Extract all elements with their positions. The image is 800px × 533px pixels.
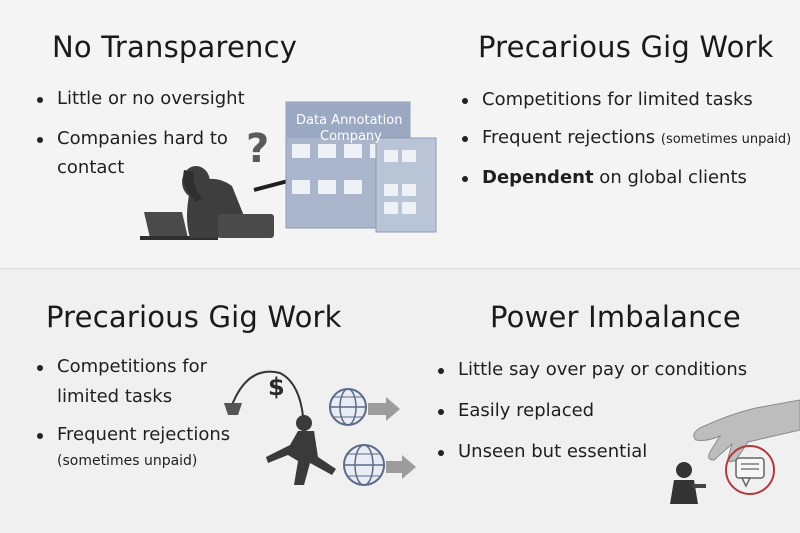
bullet-frequent-rejections-bottom-note: (sometimes unpaid) bbox=[57, 453, 198, 469]
question-mark-icon: ? bbox=[246, 126, 269, 172]
title-no-transparency: No Transparency bbox=[52, 30, 298, 64]
top-illustration: ? Data Annotation Company bbox=[140, 101, 437, 240]
title-power-imbalance: Power Imbalance bbox=[490, 300, 741, 334]
globe-icon-lower bbox=[343, 444, 385, 486]
dollar-icon: $ bbox=[268, 373, 285, 401]
giant-hand-icon bbox=[693, 399, 800, 463]
gray-arrow-icon-upper bbox=[368, 397, 400, 421]
bullet-frequent-rejections-top-text: Frequent rejections bbox=[482, 127, 656, 148]
precarious-top-bullets: Competitions for limited tasks Frequent … bbox=[462, 88, 791, 190]
globe-icon-upper bbox=[329, 388, 367, 426]
bullet-dependent-bold: Dependent bbox=[482, 167, 594, 188]
bullet-dependent-top: Dependent on global clients bbox=[462, 166, 791, 190]
bottom-illustration: $ bbox=[224, 370, 416, 486]
section-divider bbox=[0, 268, 800, 269]
bullet-contact-cont: contact bbox=[57, 157, 125, 178]
running-worker-icon bbox=[266, 415, 336, 485]
building-label-line2: Company bbox=[320, 129, 382, 144]
bullet-easily-replaced: Easily replaced bbox=[438, 399, 747, 423]
gray-arrow-icon-lower bbox=[386, 455, 416, 479]
bullet-companies-hard: Companies hard to bbox=[37, 127, 245, 151]
bullet-frequent-rejections-top: Frequent rejections (sometimes unpaid) bbox=[462, 126, 791, 152]
bullet-little-oversight: Little or no oversight bbox=[37, 87, 245, 111]
bottom-section-background bbox=[0, 269, 800, 533]
small-worker-icon bbox=[670, 462, 706, 504]
bullet-competitions-top: Competitions for limited tasks bbox=[462, 88, 791, 112]
bullet-dependent-text: on global clients bbox=[593, 167, 747, 188]
laptop-icon bbox=[140, 212, 218, 240]
precarious-bottom-bullets: Competitions for limited tasks Frequent … bbox=[37, 355, 230, 473]
title-precarious-gig-work-bottom: Precarious Gig Work bbox=[46, 300, 342, 334]
bullet-competitions-bottom: Competitions for bbox=[37, 355, 230, 379]
stressed-worker-icon bbox=[182, 166, 274, 238]
bullet-little-say: Little say over pay or conditions bbox=[438, 358, 747, 382]
no-transparency-bullets: Little or no oversight Companies hard to… bbox=[37, 87, 245, 180]
bullet-frequent-rejections-top-note: (sometimes unpaid) bbox=[660, 132, 792, 147]
title-precarious-gig-work-top: Precarious Gig Work bbox=[478, 30, 774, 64]
building-label-line1: Data Annotation bbox=[296, 113, 402, 128]
bullet-competitions-bottom-cont: limited tasks bbox=[57, 386, 173, 407]
bullet-competitions-top-text: Competitions for limited tasks bbox=[482, 89, 753, 110]
bullet-unseen-essential: Unseen but essential bbox=[438, 440, 747, 464]
building-icon bbox=[285, 101, 437, 233]
speech-bubble-icon bbox=[725, 445, 775, 495]
fishing-line-icon bbox=[231, 370, 305, 436]
bucket-icon bbox=[224, 403, 242, 415]
power-illustration bbox=[670, 399, 800, 504]
power-imbalance-bullets: Little say over pay or conditions Easily… bbox=[438, 358, 747, 464]
bullet-frequent-rejections-bottom: Frequent rejections bbox=[37, 423, 230, 447]
